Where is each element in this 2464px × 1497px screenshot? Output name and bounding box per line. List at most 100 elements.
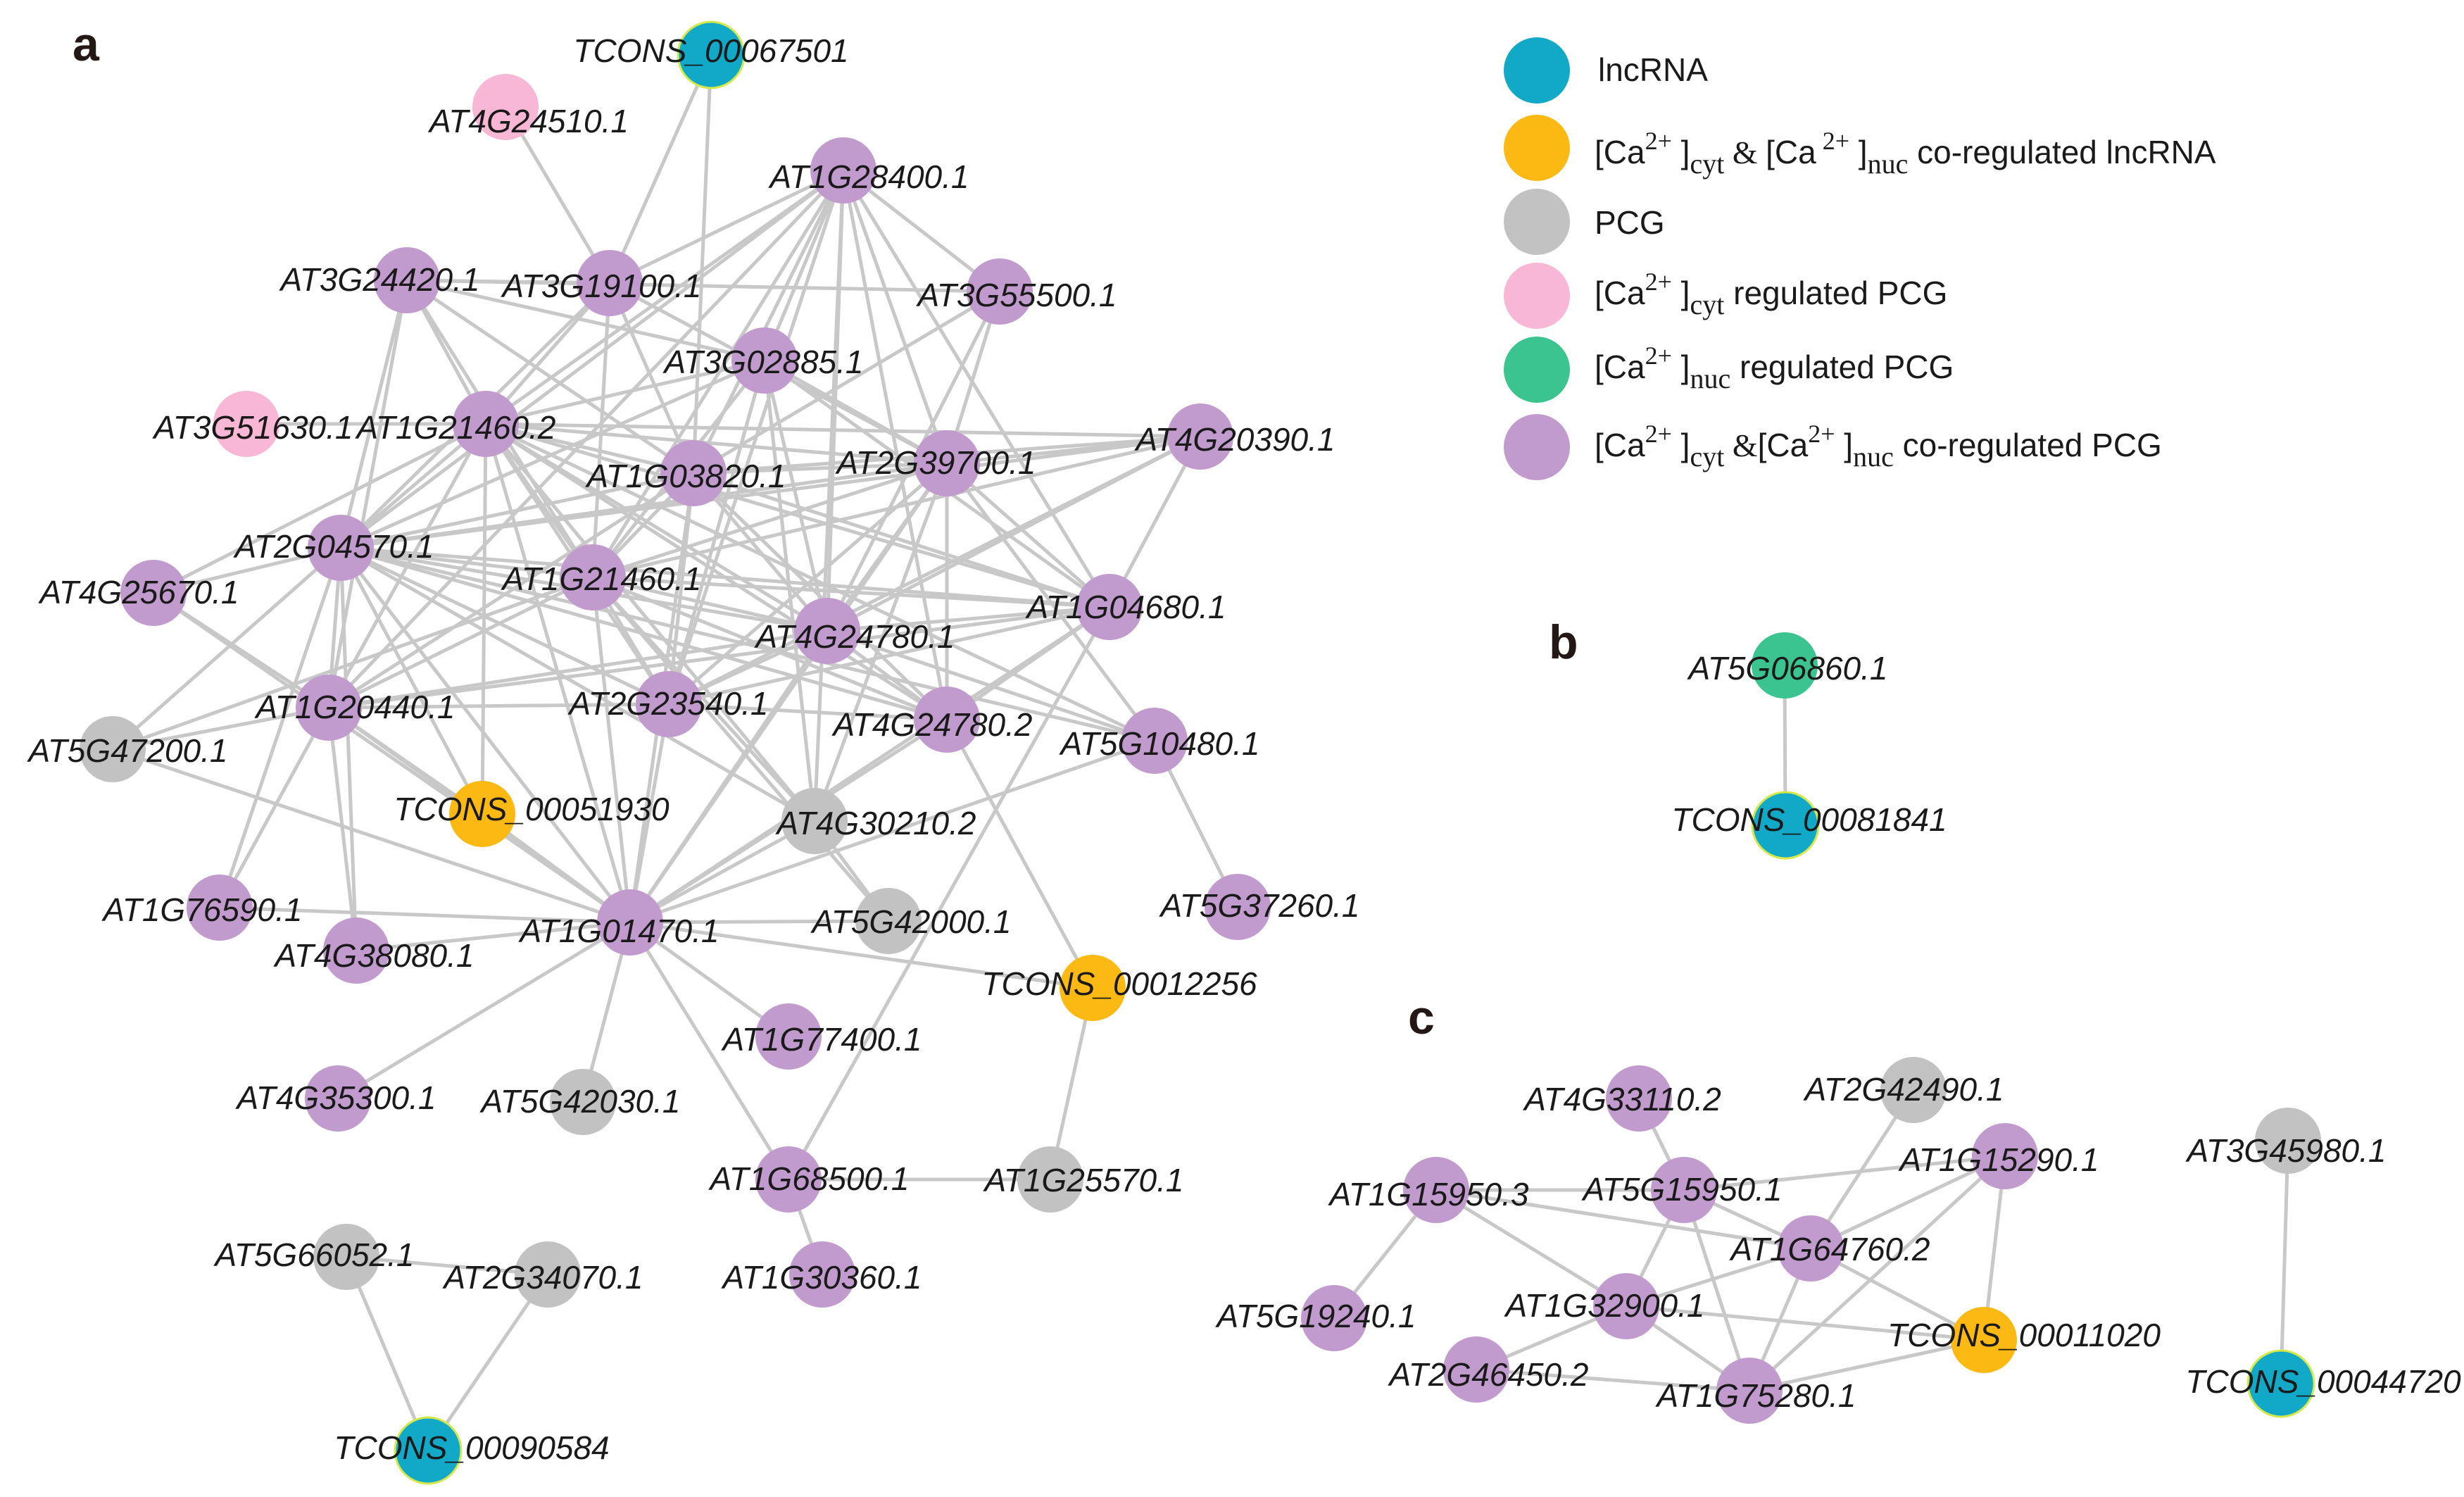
legend-swatch-cyt-pcg <box>1504 263 1570 329</box>
edge-a-at2g23540-1-a-at1g01470-1 <box>628 703 671 923</box>
node-circle-a-at2g34070-1 <box>515 1241 581 1308</box>
node-circle-a-tcons-00090584 <box>394 1416 463 1485</box>
edge-a-at1g21460-2-a-at5g10480-1 <box>484 422 1156 743</box>
edge-a-at1g20440-1-a-at4g38080-1 <box>327 707 358 951</box>
node-circle-a-at1g20440-1 <box>296 675 362 741</box>
node-label-a-tcons-00051930: TCONS_00051930 <box>394 791 670 827</box>
node-label-a-at1g28400-1: AT1G28400.1 <box>767 158 969 195</box>
edge-c-at2g46450-2-c-at1g75280-1 <box>1476 1367 1750 1393</box>
node-a-at3g24420-1: AT3G24420.1 <box>278 247 480 313</box>
node-circle-a-at1g01470-1 <box>597 889 663 956</box>
edge-a-at1g20440-1-a-at5g47200-1 <box>112 706 329 751</box>
node-circle-a-at3g55500-1 <box>967 258 1033 325</box>
edge-a-at1g03820-1-a-at1g20440-1 <box>327 471 695 710</box>
node-circle-a-at2g04570-1 <box>308 515 374 581</box>
node-label-a-at2g34070-1: AT2G34070.1 <box>441 1259 643 1296</box>
node-label-a-tcons-00090584: TCONS_00090584 <box>334 1429 609 1466</box>
edge-a-at1g03820-1-a-at2g04570-1 <box>340 471 694 550</box>
node-label-a-at1g25570-1: AT1G25570.1 <box>982 1162 1183 1198</box>
node-circle-a-at1g30360-1 <box>789 1241 855 1308</box>
node-circle-a-at5g42030-1 <box>550 1069 616 1135</box>
edge-a-at1g28400-1-a-at3g19100-1 <box>608 168 845 285</box>
edge-a-at3g24420-1-a-at3g02885-1 <box>406 278 765 363</box>
node-label-a-at5g66052-1: AT5G66052.1 <box>213 1236 414 1273</box>
edge-a-at2g04570-1-a-at2g23540-1 <box>339 546 670 706</box>
edge-a-at5g66052-1-a-at2g34070-1 <box>346 1255 548 1277</box>
panel-letters: a b c <box>73 18 1578 1044</box>
node-circle-c-at1g15950-3 <box>1403 1157 1469 1223</box>
node-a-at3g51630-1: AT3G51630.1 <box>151 391 353 457</box>
node-label-a-at2g04570-1: AT2G04570.1 <box>232 528 434 565</box>
edge-a-at1g28400-1-a-at1g21460-2 <box>484 168 845 426</box>
node-circle-a-at3g24420-1 <box>374 247 440 313</box>
edge-a-at1g21460-2-a-tcons-00051930 <box>480 423 488 815</box>
node-label-a-at5g10480-1: AT5G10480.1 <box>1058 725 1259 762</box>
node-label-a-at3g02885-1: AT3G02885.1 <box>662 344 863 380</box>
node-a-at4g20390-1: AT4G20390.1 <box>1133 403 1335 470</box>
node-c-at3g45980-1: AT3G45980.1 <box>2185 1108 2387 1174</box>
edge-a-at1g28400-1-a-at1g03820-1 <box>691 169 846 475</box>
node-c-at1g15290-1: AT1G15290.1 <box>1897 1123 2099 1189</box>
edge-c-at1g15950-3-c-at1g32900-1 <box>1435 1188 1628 1308</box>
edge-a-at1g21460-2-a-at4g20390-1 <box>485 422 1201 439</box>
node-label-a-at1g68500-1: AT1G68500.1 <box>708 1160 909 1197</box>
node-c-at2g46450-2: AT2G46450.2 <box>1387 1336 1589 1403</box>
node-circle-a-at5g47200-1 <box>80 716 146 782</box>
edge-a-at1g20440-1-a-at2g23540-1 <box>328 702 670 710</box>
node-label-a-tcons-00012256: TCONS_00012256 <box>981 965 1257 1002</box>
edge-a-at1g21460-1-a-at1g01470-1 <box>591 577 632 923</box>
edge-a-at1g76590-1-a-at1g01470-1 <box>219 906 631 925</box>
edge-c-at1g75280-1-c-tcons-00011020 <box>1749 1338 1985 1393</box>
node-label-a-at5g42030-1: AT5G42030.1 <box>479 1083 680 1120</box>
node-circle-a-at5g37260-1 <box>1205 874 1271 940</box>
node-label-a-at2g39700-1: AT2G39700.1 <box>834 444 1036 481</box>
edge-a-at1g21460-2-a-at4g25670-1 <box>152 422 487 595</box>
node-label-c-at1g15290-1: AT1G15290.1 <box>1897 1141 2099 1178</box>
legend-label-lncrna: lncRNA <box>1598 51 1708 88</box>
legend: lncRNA [Ca2+ ]cyt & [Ca 2+ ]nuc co-regul… <box>1504 37 2216 480</box>
node-circle-a-at5g42000-1 <box>855 888 922 954</box>
node-label-a-at4g38080-1: AT4G38080.1 <box>272 937 474 974</box>
edge-a-at4g24510-1-a-at3g19100-1 <box>503 106 612 284</box>
edge-a-at2g04570-1-a-at5g47200-1 <box>111 546 342 751</box>
node-circle-a-tcons-00012256 <box>1060 955 1126 1021</box>
node-label-c-tcons-00044720: TCONS_00044720 <box>2185 1363 2461 1400</box>
node-label-b-at5g06860-1: AT5G06860.1 <box>1686 650 1887 687</box>
node-a-at4g25670-1: AT4G25670.1 <box>37 560 239 626</box>
legend-label-nuc-pcg: [Ca2+ ]nuc regulated PCG <box>1595 342 1954 394</box>
node-circle-a-tcons-00067501 <box>677 20 746 89</box>
edge-a-at1g01470-1-a-tcons-00012256 <box>629 920 1093 990</box>
node-circle-a-at4g24780-1 <box>794 598 860 664</box>
edge-a-at1g21460-1-a-at1g20440-1 <box>327 575 594 710</box>
edge-a-at1g03820-1-a-at4g24780-2 <box>692 472 948 721</box>
edge-a-at1g28400-1-a-at2g04570-1 <box>339 169 845 549</box>
node-label-c-at1g64760-2: AT1G64760.2 <box>1728 1231 1930 1267</box>
node-c-at1g64760-2: AT1G64760.2 <box>1728 1215 1930 1282</box>
node-a-at4g24510-1: AT4G24510.1 <box>427 74 629 140</box>
node-label-a-at5g37260-1: AT5G37260.1 <box>1158 887 1359 924</box>
node-a-tcons-00090584: TCONS_00090584 <box>334 1416 610 1485</box>
node-circle-a-at4g35300-1 <box>305 1065 371 1132</box>
node-circle-a-at4g30210-2 <box>781 788 848 854</box>
node-c-at2g42490-1: AT2G42490.1 <box>1802 1057 2004 1123</box>
node-a-at1g04680-1: AT1G04680.1 <box>1024 574 1226 640</box>
panel-letter-c: c <box>1408 991 1435 1044</box>
edge-a-at5g10480-1-a-at1g01470-1 <box>629 739 1155 925</box>
edge-c-at5g15950-1-c-at1g75280-1 <box>1682 1189 1752 1391</box>
node-circle-c-at2g46450-2 <box>1443 1336 1509 1403</box>
node-label-a-at4g24780-1: AT4G24780.1 <box>753 618 955 655</box>
node-a-at1g21460-2: AT1G21460.2 <box>354 391 556 457</box>
node-label-a-at3g55500-1: AT3G55500.1 <box>915 277 1117 313</box>
node-label-c-at1g75280-1: AT1G75280.1 <box>1654 1377 1856 1414</box>
node-circle-a-at1g76590-1 <box>187 875 253 941</box>
edge-a-at1g28400-1-a-at3g02885-1 <box>762 170 846 361</box>
node-c-tcons-00044720: TCONS_00044720 <box>2185 1349 2461 1418</box>
node-circle-a-at1g25570-1 <box>1017 1146 1083 1213</box>
edge-a-at4g20390-1-a-at2g23540-1 <box>667 434 1202 706</box>
node-circle-a-at4g24510-1 <box>472 74 539 140</box>
nodes-layer: TCONS_00067501AT4G24510.1AT1G28400.1AT3G… <box>26 20 2461 1485</box>
node-circle-a-at1g21460-2 <box>453 391 519 457</box>
node-b-at5g06860-1: AT5G06860.1 <box>1686 632 1888 699</box>
node-label-a-at4g30210-2: AT4G30210.2 <box>774 805 976 841</box>
edge-a-at1g21460-2-a-at2g39700-1 <box>485 422 948 465</box>
